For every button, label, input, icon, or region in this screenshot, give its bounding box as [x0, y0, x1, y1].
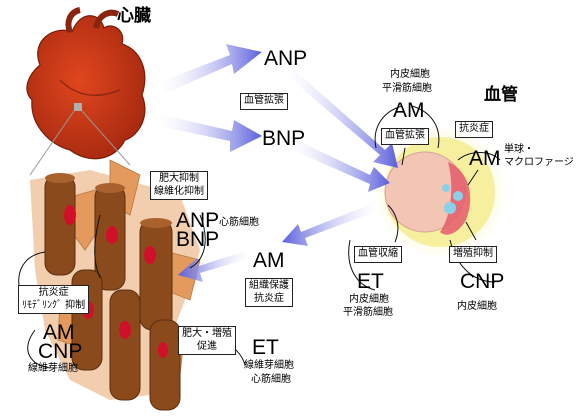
- anti-inflammation-remodeling-line2: ﾘﾓﾃﾞﾘﾝｸﾞ 抑制: [22, 299, 86, 311]
- vessel-title: 血管: [484, 85, 518, 105]
- et-label-vessel: ET: [357, 270, 384, 293]
- myocyte-label: 心筋細胞: [219, 217, 259, 228]
- monocyte-line1: 単球・: [504, 144, 534, 155]
- cnp-label-vessel: CNP: [460, 270, 505, 293]
- hypertrophy-suppression-box: 肥大抑制 線維化抑制: [150, 171, 208, 200]
- hypertrophy-promotion-box: 肥大・増殖 促進: [178, 326, 236, 355]
- monocyte-line2: マクロファージ: [504, 157, 574, 168]
- myocyte-label-right: 心筋細胞: [251, 374, 291, 385]
- anti-inflammation-remodeling-box: 抗炎症 ﾘﾓﾃﾞﾘﾝｸﾞ 抑制: [18, 285, 90, 314]
- anp-label: ANP: [264, 47, 308, 70]
- et-label-bottom: ET: [252, 336, 279, 359]
- fibroblast-label-left: 線維芽細胞: [28, 363, 78, 374]
- am-label-center: AM: [253, 249, 285, 272]
- heart-illustration: [26, 7, 146, 160]
- anti-inflammation-remodeling-line1: 抗炎症: [38, 287, 69, 298]
- vasoconstriction-box: 血管収縮: [354, 246, 402, 263]
- endo-smooth-top-line2: 平滑筋細胞: [382, 83, 432, 94]
- hypertrophy-promotion-line2: 促進: [197, 340, 217, 352]
- blood-vessel-illustration: [372, 124, 508, 260]
- fibroblast-label-right: 線維芽細胞: [244, 360, 294, 371]
- endothelial-label: 内皮細胞: [457, 301, 497, 312]
- vasodilation-box-top: 血管拡張: [240, 93, 288, 110]
- tissue-protection-line1: 組織保護: [249, 280, 289, 291]
- vasodilation-box-ring: 血管拡張: [381, 128, 429, 145]
- muscle-tissue-illustration: [30, 159, 201, 411]
- bnp-label-myocyte: BNP: [176, 228, 220, 251]
- anti-inflammation-box-ring: 抗炎症: [455, 121, 493, 138]
- tissue-protection-box: 組織保護 抗炎症: [245, 278, 293, 307]
- endo-smooth-bottom-line1: 内皮細胞: [349, 294, 389, 305]
- am-label-macrophage: AM: [469, 147, 501, 170]
- anp-label-myocyte: ANP: [176, 209, 220, 232]
- bnp-label: BNP: [262, 127, 306, 150]
- heart-title: 心臓: [117, 6, 151, 26]
- endo-smooth-bottom-line2: 平滑筋細胞: [343, 307, 393, 318]
- endo-smooth-top-line1: 内皮細胞: [390, 69, 430, 80]
- hypertrophy-suppression-line1: 肥大抑制: [159, 173, 199, 184]
- tissue-protection-line2: 抗炎症: [254, 292, 284, 304]
- zoom-lines: [29, 110, 131, 176]
- cnp-label-cardio: CNP: [38, 340, 83, 363]
- arrows: [158, 44, 398, 282]
- hypertrophy-promotion-line1: 肥大・増殖: [182, 328, 232, 339]
- hypertrophy-suppression-line2: 線維化抑制: [154, 185, 204, 197]
- am-label-endothelial: AM: [393, 99, 425, 122]
- proliferation-suppression-box: 増殖抑制: [449, 246, 497, 263]
- am-label-cardio: AM: [43, 321, 75, 344]
